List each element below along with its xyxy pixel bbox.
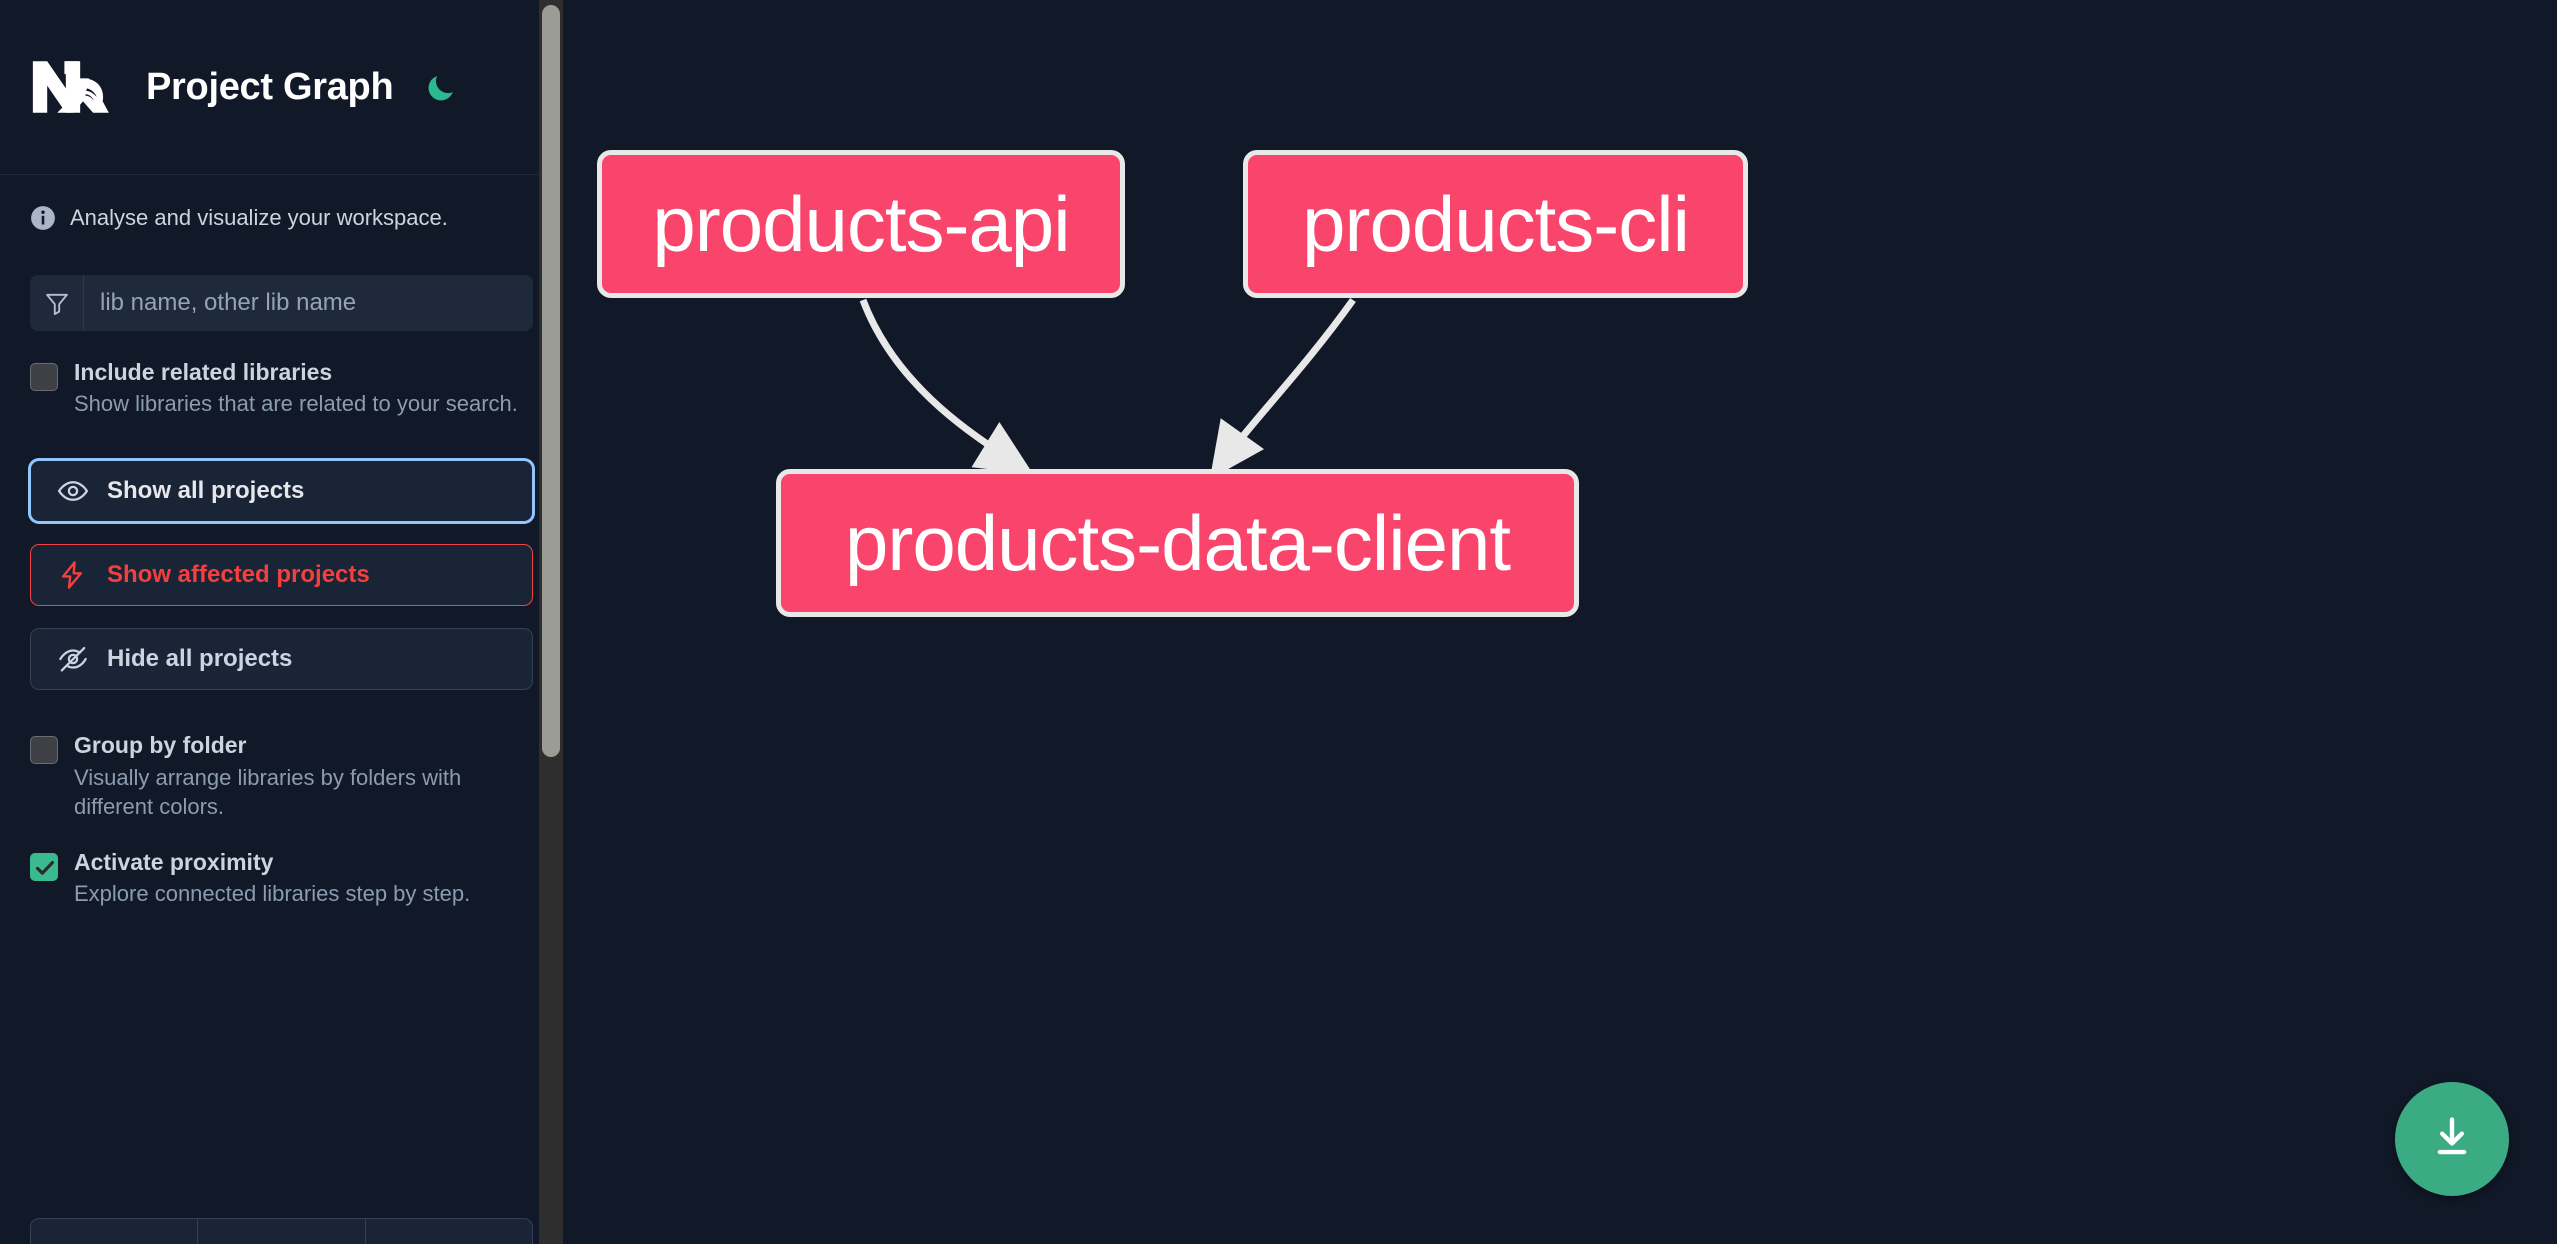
show-affected-projects-label: Show affected projects [107, 561, 370, 589]
node-label: products-data-client [844, 498, 1511, 587]
sidebar-header: Project Graph [0, 0, 563, 175]
segment-option-1[interactable] [31, 1219, 199, 1244]
eye-off-icon [57, 643, 89, 675]
node-label: products-cli [1302, 179, 1690, 268]
option-label: Include related libraries [74, 359, 333, 385]
option-activate-proximity[interactable]: Activate proximity Explore connected lib… [0, 849, 563, 908]
download-icon [2427, 1112, 2477, 1167]
moon-icon[interactable] [421, 67, 461, 107]
hide-all-projects-button[interactable]: Hide all projects [30, 628, 533, 691]
group-by-folder-checkbox[interactable] [30, 736, 58, 765]
option-label: Group by folder [74, 732, 247, 759]
eye-icon [57, 475, 89, 507]
nx-logo-icon [30, 56, 116, 118]
proximity-segmented-control[interactable] [30, 1218, 533, 1244]
graph-canvas[interactable]: products-api products-cli products-data-… [563, 0, 2557, 1244]
activate-proximity-checkbox[interactable] [30, 852, 58, 881]
download-graph-button[interactable] [2395, 1082, 2509, 1196]
info-icon [30, 205, 56, 231]
show-all-projects-button[interactable]: Show all projects [30, 460, 533, 523]
sidebar-tagline: Analyse and visualize your workspace. [0, 175, 563, 231]
option-description: Explore connected libraries step by step… [74, 881, 471, 907]
filter-funnel-icon[interactable] [30, 275, 84, 331]
sidebar-scrollbar-track[interactable] [539, 0, 563, 1244]
project-visibility-buttons: Show all projects Show affected projects [0, 460, 563, 691]
option-label: Activate proximity [74, 848, 274, 875]
edge-products-api-to-products-data-client [859, 298, 1034, 474]
edge-products-cli-to-products-data-client [1209, 297, 1356, 480]
sidebar-content: Project Graph Analyse and visualize yo [0, 0, 563, 1244]
option-text: Activate proximity Explore connected lib… [74, 849, 533, 908]
include-related-libraries-checkbox[interactable] [30, 363, 58, 391]
search-field-wrapper [30, 275, 533, 331]
option-text: Include related libraries Show libraries… [74, 359, 533, 418]
option-group-by-folder[interactable]: Group by folder Visually arrange librari… [0, 732, 563, 821]
segment-option-2[interactable] [198, 1219, 366, 1244]
hide-all-projects-label: Hide all projects [107, 645, 293, 673]
graph-node-products-api[interactable]: products-api [597, 150, 1125, 298]
lightning-bolt-icon [57, 559, 89, 591]
sidebar: Project Graph Analyse and visualize yo [0, 0, 563, 1244]
option-description: Show libraries that are related to your … [74, 391, 518, 417]
tagline-text: Analyse and visualize your workspace. [70, 205, 448, 230]
option-text: Group by folder Visually arrange librari… [74, 732, 533, 821]
graph-edges [859, 297, 1356, 480]
option-include-related-libraries[interactable]: Include related libraries Show libraries… [0, 359, 563, 418]
show-all-projects-label: Show all projects [107, 477, 305, 505]
graph-node-products-cli[interactable]: products-cli [1243, 150, 1748, 298]
search-input[interactable] [84, 275, 533, 331]
page-title: Project Graph [146, 65, 394, 108]
show-affected-projects-button[interactable]: Show affected projects [30, 544, 533, 607]
graph-node-products-data-client[interactable]: products-data-client [776, 469, 1579, 617]
sidebar-scrollbar-thumb[interactable] [542, 5, 560, 757]
option-description: Visually arrange libraries by folders wi… [74, 764, 462, 819]
segment-option-3[interactable] [366, 1219, 532, 1244]
node-label: products-api [652, 179, 1070, 268]
